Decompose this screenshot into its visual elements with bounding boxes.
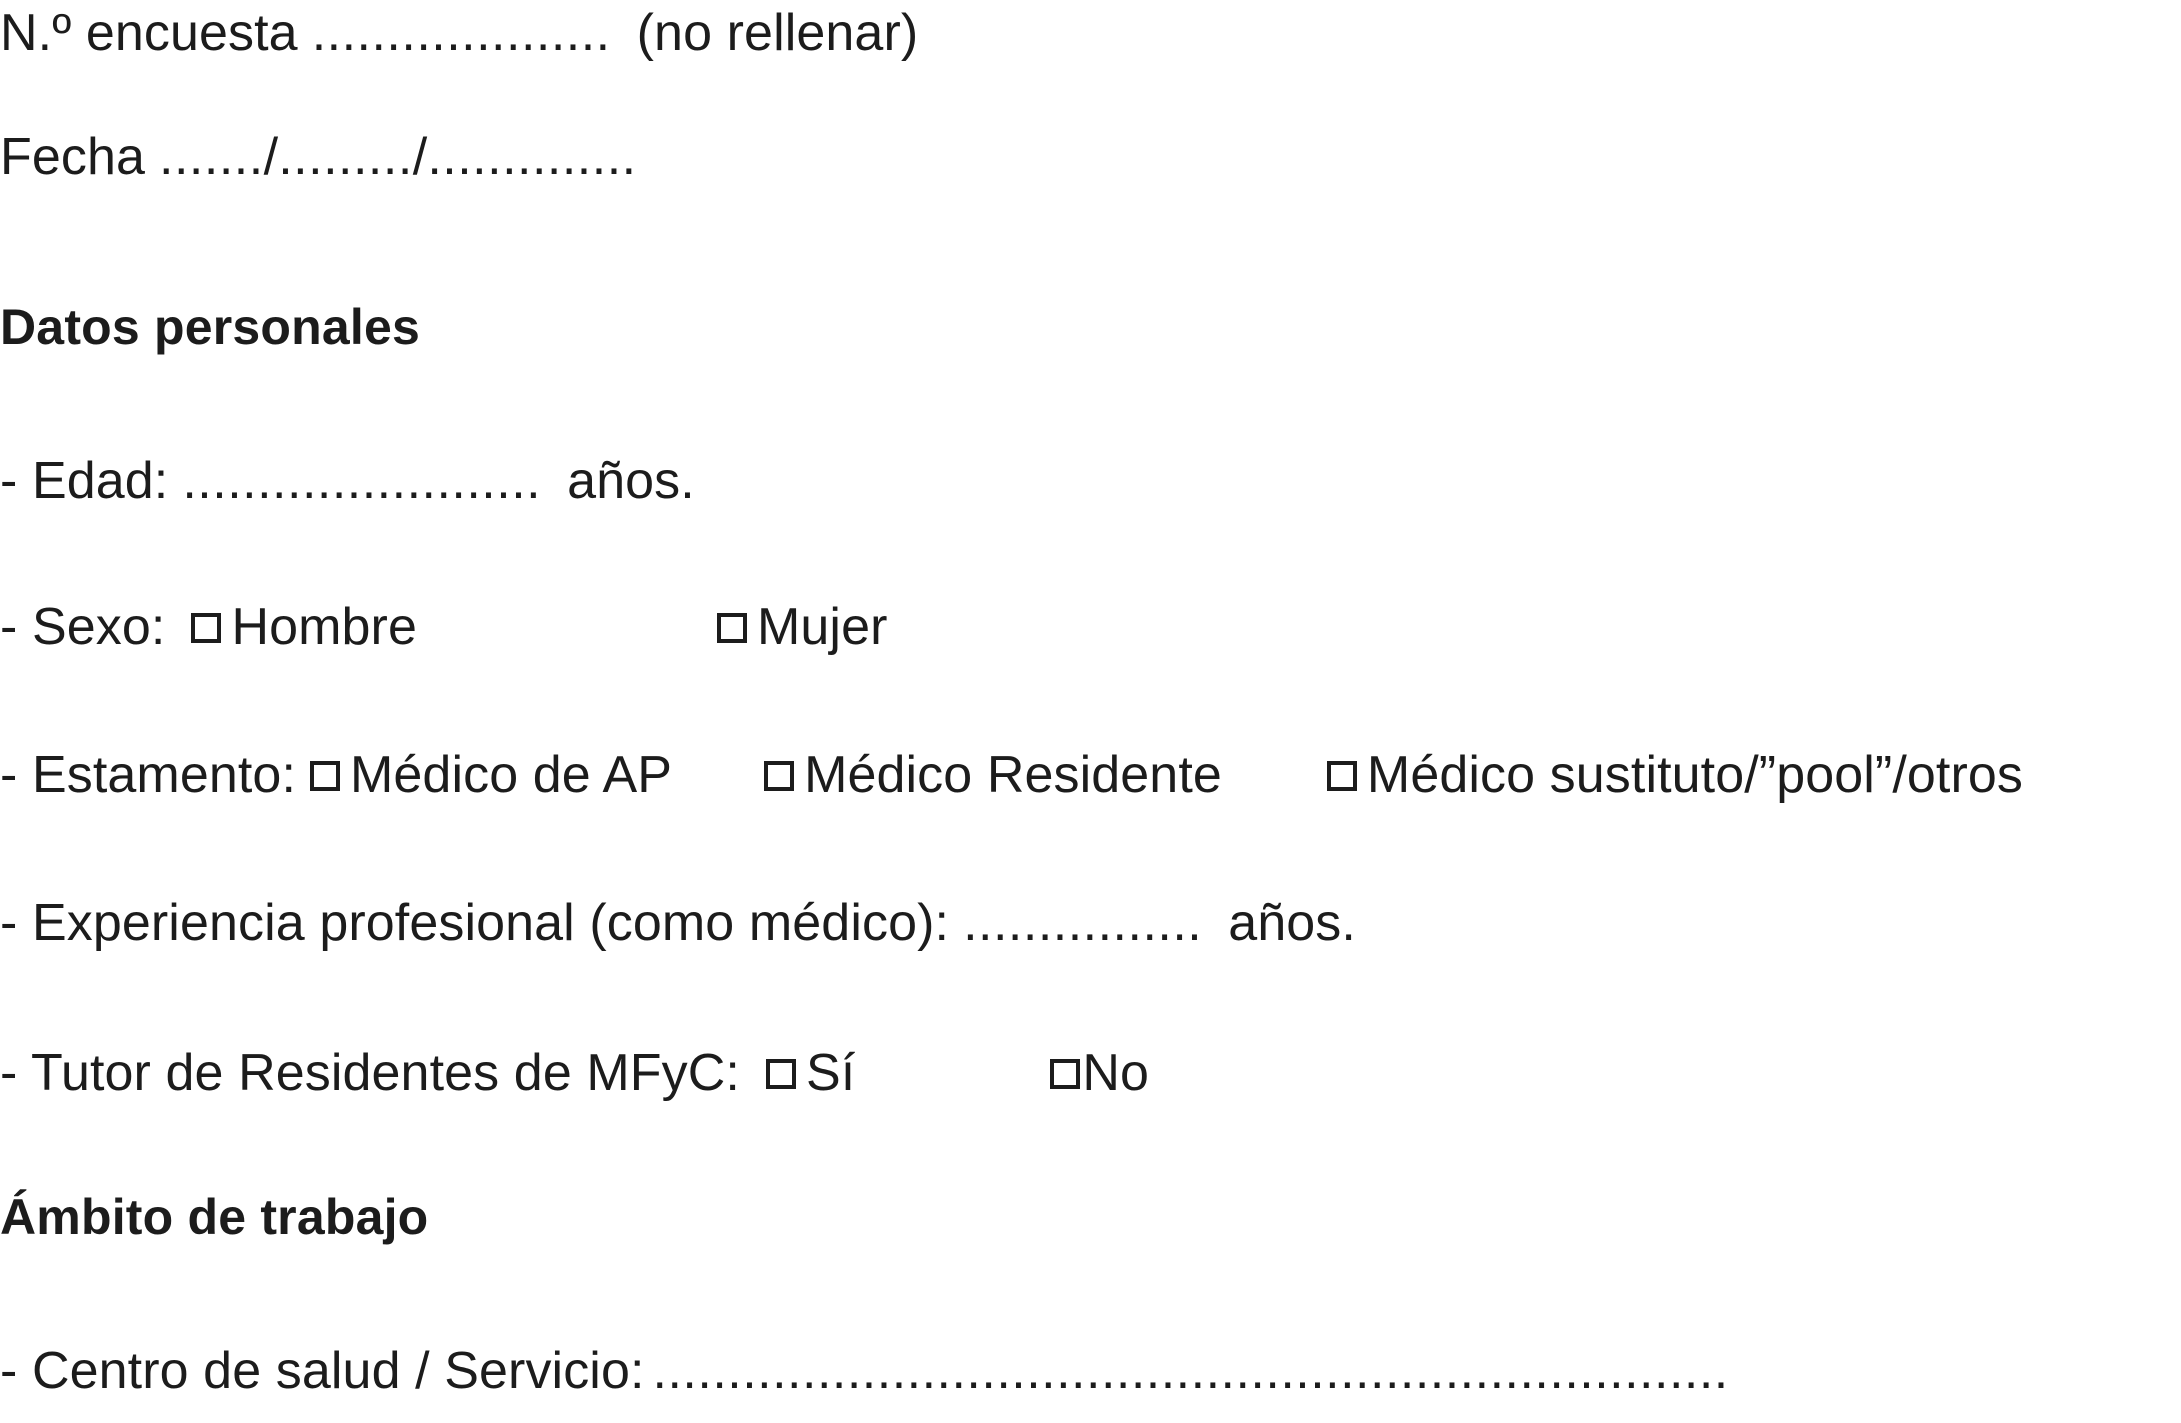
health-center-input-leader[interactable]: ........................................…	[652, 1342, 1729, 1400]
date-year-field[interactable]: ..............	[427, 128, 637, 186]
date-line: Fecha......./........./..............	[0, 126, 2181, 188]
checkbox-empty-icon-role-ap[interactable]	[310, 761, 340, 791]
sex-line: - Sexo: Hombre Mujer	[0, 596, 2181, 658]
health-center-line: - Centro de salud / Servicio:...........…	[0, 1340, 2181, 1402]
checkbox-empty-icon-tutor-yes[interactable]	[765, 1059, 796, 1089]
tutor-line: - Tutor de Residentes de MFyC: Sí No	[0, 1042, 2181, 1104]
date-month-field[interactable]: .........	[278, 128, 413, 186]
age-input-leader[interactable]: ........................	[182, 452, 542, 510]
age-unit: años.	[567, 452, 695, 510]
role-line: - Estamento: Médico de AP Médico Residente…	[0, 744, 2181, 806]
age-line: - Edad:........................ años.	[0, 450, 2181, 512]
age-label: - Edad:	[0, 452, 169, 510]
health-center-label: - Centro de salud / Servicio:	[0, 1342, 645, 1400]
checkbox-empty-icon-tutor-no[interactable]	[1050, 1059, 1081, 1089]
experience-unit: años.	[1228, 894, 1356, 952]
experience-label: - Experiencia profesional (como médico):	[0, 894, 950, 952]
checkbox-empty-icon-role-resident[interactable]	[764, 761, 795, 791]
checkbox-empty-icon-role-substitute[interactable]	[1326, 761, 1357, 791]
tutor-label: - Tutor de Residentes de MFyC:	[0, 1044, 740, 1102]
checkbox-empty-icon-sex-male[interactable]	[191, 613, 222, 643]
date-separator-2: /	[412, 128, 428, 186]
tutor-option-label-no[interactable]: No	[1082, 1044, 1149, 1102]
date-separator-1: /	[263, 128, 279, 186]
experience-input-leader[interactable]: ................	[963, 894, 1203, 952]
survey-number-leader[interactable]: ....................	[311, 4, 611, 62]
date-day-field[interactable]: .......	[159, 128, 264, 186]
experience-line: - Experiencia profesional (como médico):…	[0, 892, 2181, 954]
tutor-option-label-yes[interactable]: Sí	[805, 1044, 856, 1102]
survey-number-note: (no rellenar)	[636, 4, 919, 62]
checkbox-empty-icon-sex-female[interactable]	[716, 613, 747, 643]
sex-option-label-male[interactable]: Hombre	[231, 598, 417, 656]
role-option-label-resident[interactable]: Médico Residente	[804, 746, 1222, 804]
section-heading-personal-data: Datos personales	[0, 299, 421, 355]
role-label: - Estamento:	[0, 746, 296, 804]
sex-label: - Sexo:	[0, 598, 166, 656]
survey-number-label: N.º encuesta	[0, 4, 298, 62]
role-option-label-substitute[interactable]: Médico sustituto/”pool”/otros	[1366, 746, 2023, 804]
role-option-label-ap[interactable]: Médico de AP	[350, 746, 673, 804]
sex-option-label-female[interactable]: Mujer	[756, 598, 888, 656]
section-heading-workplace: Ámbito de trabajo	[0, 1189, 429, 1245]
survey-number-line: N.º encuesta.................... (no rell…	[0, 2, 2181, 64]
date-label: Fecha	[0, 128, 146, 186]
